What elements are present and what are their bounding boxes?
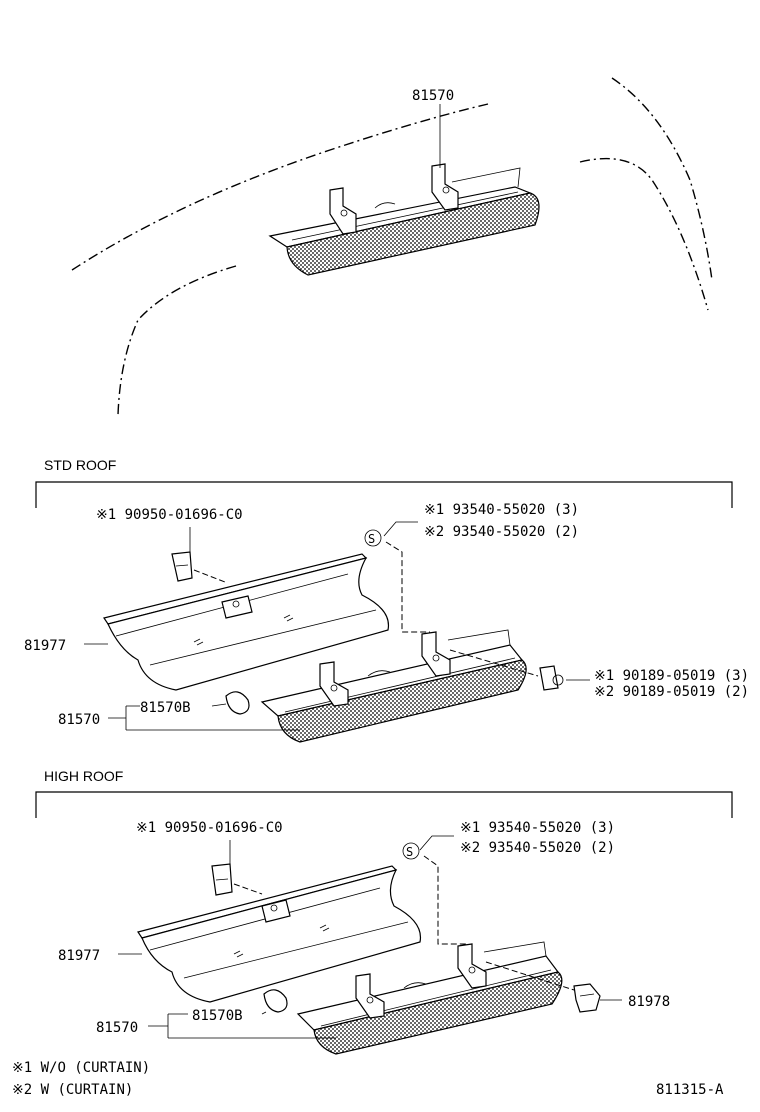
- std-clip-guide: [193, 569, 226, 583]
- std-lamp-assembly: [260, 629, 527, 743]
- high-roof-bracket: [35, 791, 733, 818]
- std-assembly-leader: [108, 705, 300, 731]
- std-clip-label: ※1 90950-01696-C0: [96, 507, 243, 523]
- std-nut-guide: [449, 649, 539, 677]
- vehicle-roof-outline: [71, 77, 713, 416]
- high-bracket-label: 81978: [628, 994, 670, 1010]
- std-nut-label-1: ※1 90189-05019 (3): [594, 668, 749, 684]
- high-clip: [211, 863, 233, 896]
- high-mount-stop-lamp-installed: [268, 163, 540, 276]
- high-assembly-label: 81570: [96, 1020, 138, 1036]
- high-lamp-assembly: [296, 941, 563, 1055]
- high-bracket-guide: [485, 961, 575, 991]
- high-cover-81977: [137, 865, 422, 1003]
- high-clip-guide: [233, 883, 263, 895]
- std-bulb-leader: [211, 703, 227, 707]
- std-screw-label-1: ※1 93540-55020 (3): [424, 502, 579, 518]
- std-assembly-label: 81570: [58, 712, 100, 728]
- std-nut-label-2: ※2 90189-05019 (2): [594, 684, 749, 700]
- high-bulb-leader: [261, 1011, 267, 1015]
- high-screw-guide: [423, 855, 466, 945]
- high-screw-label-1: ※1 93540-55020 (3): [460, 820, 615, 836]
- high-bracket-81978: [573, 983, 601, 1013]
- std-roof-bracket: [35, 481, 733, 508]
- footnote-1: ※1 W/O (CURTAIN): [12, 1060, 150, 1076]
- std-nut: [539, 665, 564, 691]
- std-screw-symbol: S: [368, 532, 375, 546]
- std-roof-title: STD ROOF: [44, 457, 116, 473]
- std-bulb: [225, 691, 250, 715]
- footnote-2: ※2 W (CURTAIN): [12, 1082, 133, 1098]
- std-screw-leader: [383, 521, 418, 537]
- std-clip: [171, 551, 193, 582]
- high-screw-leader: [419, 835, 454, 851]
- top-part-label: 81570: [412, 88, 454, 104]
- high-bulb-label: 81570B: [192, 1008, 243, 1024]
- high-roof-title: HIGH ROOF: [44, 768, 123, 784]
- std-screw-guide: [385, 541, 430, 633]
- figure-code: 811315-A: [656, 1082, 724, 1098]
- high-screw-symbol: S: [406, 845, 413, 859]
- high-clip-label: ※1 90950-01696-C0: [136, 820, 283, 836]
- high-screw-label-2: ※2 93540-55020 (2): [460, 840, 615, 856]
- std-screw-label-2: ※2 93540-55020 (2): [424, 524, 579, 540]
- high-cover-label: 81977: [58, 948, 100, 964]
- high-assembly-leader: [148, 1013, 336, 1039]
- high-screw-symbol-circle: [402, 842, 420, 860]
- std-cover-81977: [103, 553, 390, 691]
- std-cover-label: 81977: [24, 638, 66, 654]
- std-screw-symbol-circle: [364, 529, 382, 547]
- std-bulb-label: 81570B: [140, 700, 191, 716]
- high-bulb: [263, 989, 288, 1013]
